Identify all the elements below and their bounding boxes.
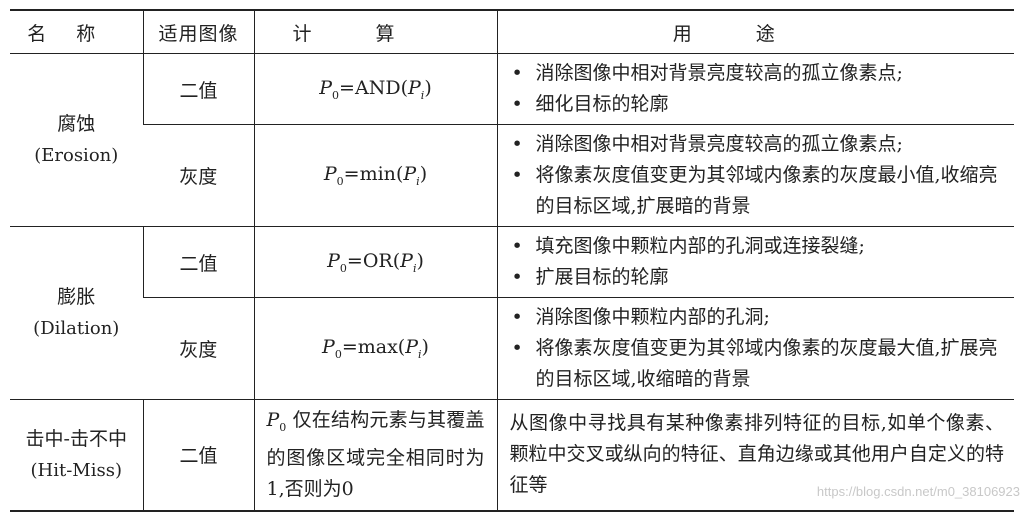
erosion-name-en: (Erosion) <box>34 145 119 166</box>
dilation-name-en: (Dilation) <box>33 318 120 339</box>
erosion-name: 腐蚀 <box>57 113 96 135</box>
list-item: 扩展目标的轮廓 <box>512 262 1003 293</box>
morphology-table: 名称 适用图像 计算 用途 腐蚀 (Erosion) 二值 P0=AND(Pi)… <box>10 9 1014 512</box>
erosion-gray-formula: P0=min(Pi) <box>253 124 497 227</box>
table-row: 灰度 P0=max(Pi) 消除图像中颗粒内部的孔洞; 将像素灰度值变更为其邻域… <box>10 297 1014 400</box>
hitmiss-type: 二值 <box>142 399 254 512</box>
list-item: 将像素灰度值变更为其邻域内像素的灰度最小值,收缩亮的目标区域,扩展暗的背景 <box>512 160 1003 222</box>
dilation-gray-type: 灰度 <box>143 297 254 400</box>
erosion-binary-formula: P0=AND(Pi) <box>253 53 497 125</box>
list-item: 消除图像中相对背景亮度较高的孤立像素点; <box>512 129 1003 160</box>
table-row: 灰度 P0=min(Pi) 消除图像中相对背景亮度较高的孤立像素点; 将像素灰度… <box>10 124 1014 227</box>
dilation-name: 膨胀 <box>57 286 96 308</box>
header-usage: 用途 <box>496 9 1014 54</box>
erosion-name-cell: 腐蚀 (Erosion) <box>10 53 143 227</box>
erosion-gray-uses: 消除图像中相对背景亮度较高的孤立像素点; 将像素灰度值变更为其邻域内像素的灰度最… <box>496 124 1014 227</box>
hitmiss-name-en: (Hit-Miss) <box>30 459 122 481</box>
erosion-binary-uses: 消除图像中相对背景亮度较高的孤立像素点; 细化目标的轮廓 <box>496 53 1014 125</box>
erosion-gray-type: 灰度 <box>143 124 254 227</box>
dilation-gray-uses: 消除图像中颗粒内部的孔洞; 将像素灰度值变更为其邻域内像素的灰度最大值,扩展亮的… <box>496 297 1014 400</box>
dilation-name-cell: 膨胀 (Dilation) <box>10 226 143 400</box>
dilation-gray-formula: P0=max(Pi) <box>253 297 497 400</box>
list-item: 消除图像中相对背景亮度较高的孤立像素点; <box>512 58 1003 89</box>
header-image-type: 适用图像 <box>142 9 254 54</box>
table-row: 膨胀 (Dilation) 二值 P0=OR(Pi) 填充图像中颗粒内部的孔洞或… <box>10 226 1014 400</box>
hitmiss-calc: P0 仅在结构元素与其覆盖的图像区域完全相同时为1,否则为0 <box>253 399 497 512</box>
header-calc: 计算 <box>253 9 497 54</box>
dilation-binary-formula: P0=OR(Pi) <box>253 226 497 298</box>
list-item: 填充图像中颗粒内部的孔洞或连接裂缝; <box>512 231 1003 262</box>
header-name: 名称 <box>10 9 143 54</box>
watermark-text: https://blog.csdn.net/m0_38106923 <box>816 484 1020 499</box>
dilation-binary-type: 二值 <box>142 226 254 298</box>
table-row: 腐蚀 (Erosion) 二值 P0=AND(Pi) 消除图像中相对背景亮度较高… <box>10 53 1014 227</box>
erosion-binary-type: 二值 <box>142 53 254 125</box>
hitmiss-name-cell: 击中-击不中 (Hit-Miss) <box>10 399 143 512</box>
list-item: 将像素灰度值变更为其邻域内像素的灰度最大值,扩展亮的目标区域,收缩暗的背景 <box>512 333 1003 395</box>
dilation-binary-uses: 填充图像中颗粒内部的孔洞或连接裂缝; 扩展目标的轮廓 <box>496 226 1014 298</box>
list-item: 细化目标的轮廓 <box>512 89 1003 120</box>
list-item: 消除图像中颗粒内部的孔洞; <box>512 302 1003 333</box>
hitmiss-name: 击中-击不中 <box>25 427 127 450</box>
header-row: 名称 适用图像 计算 用途 <box>10 9 1014 54</box>
